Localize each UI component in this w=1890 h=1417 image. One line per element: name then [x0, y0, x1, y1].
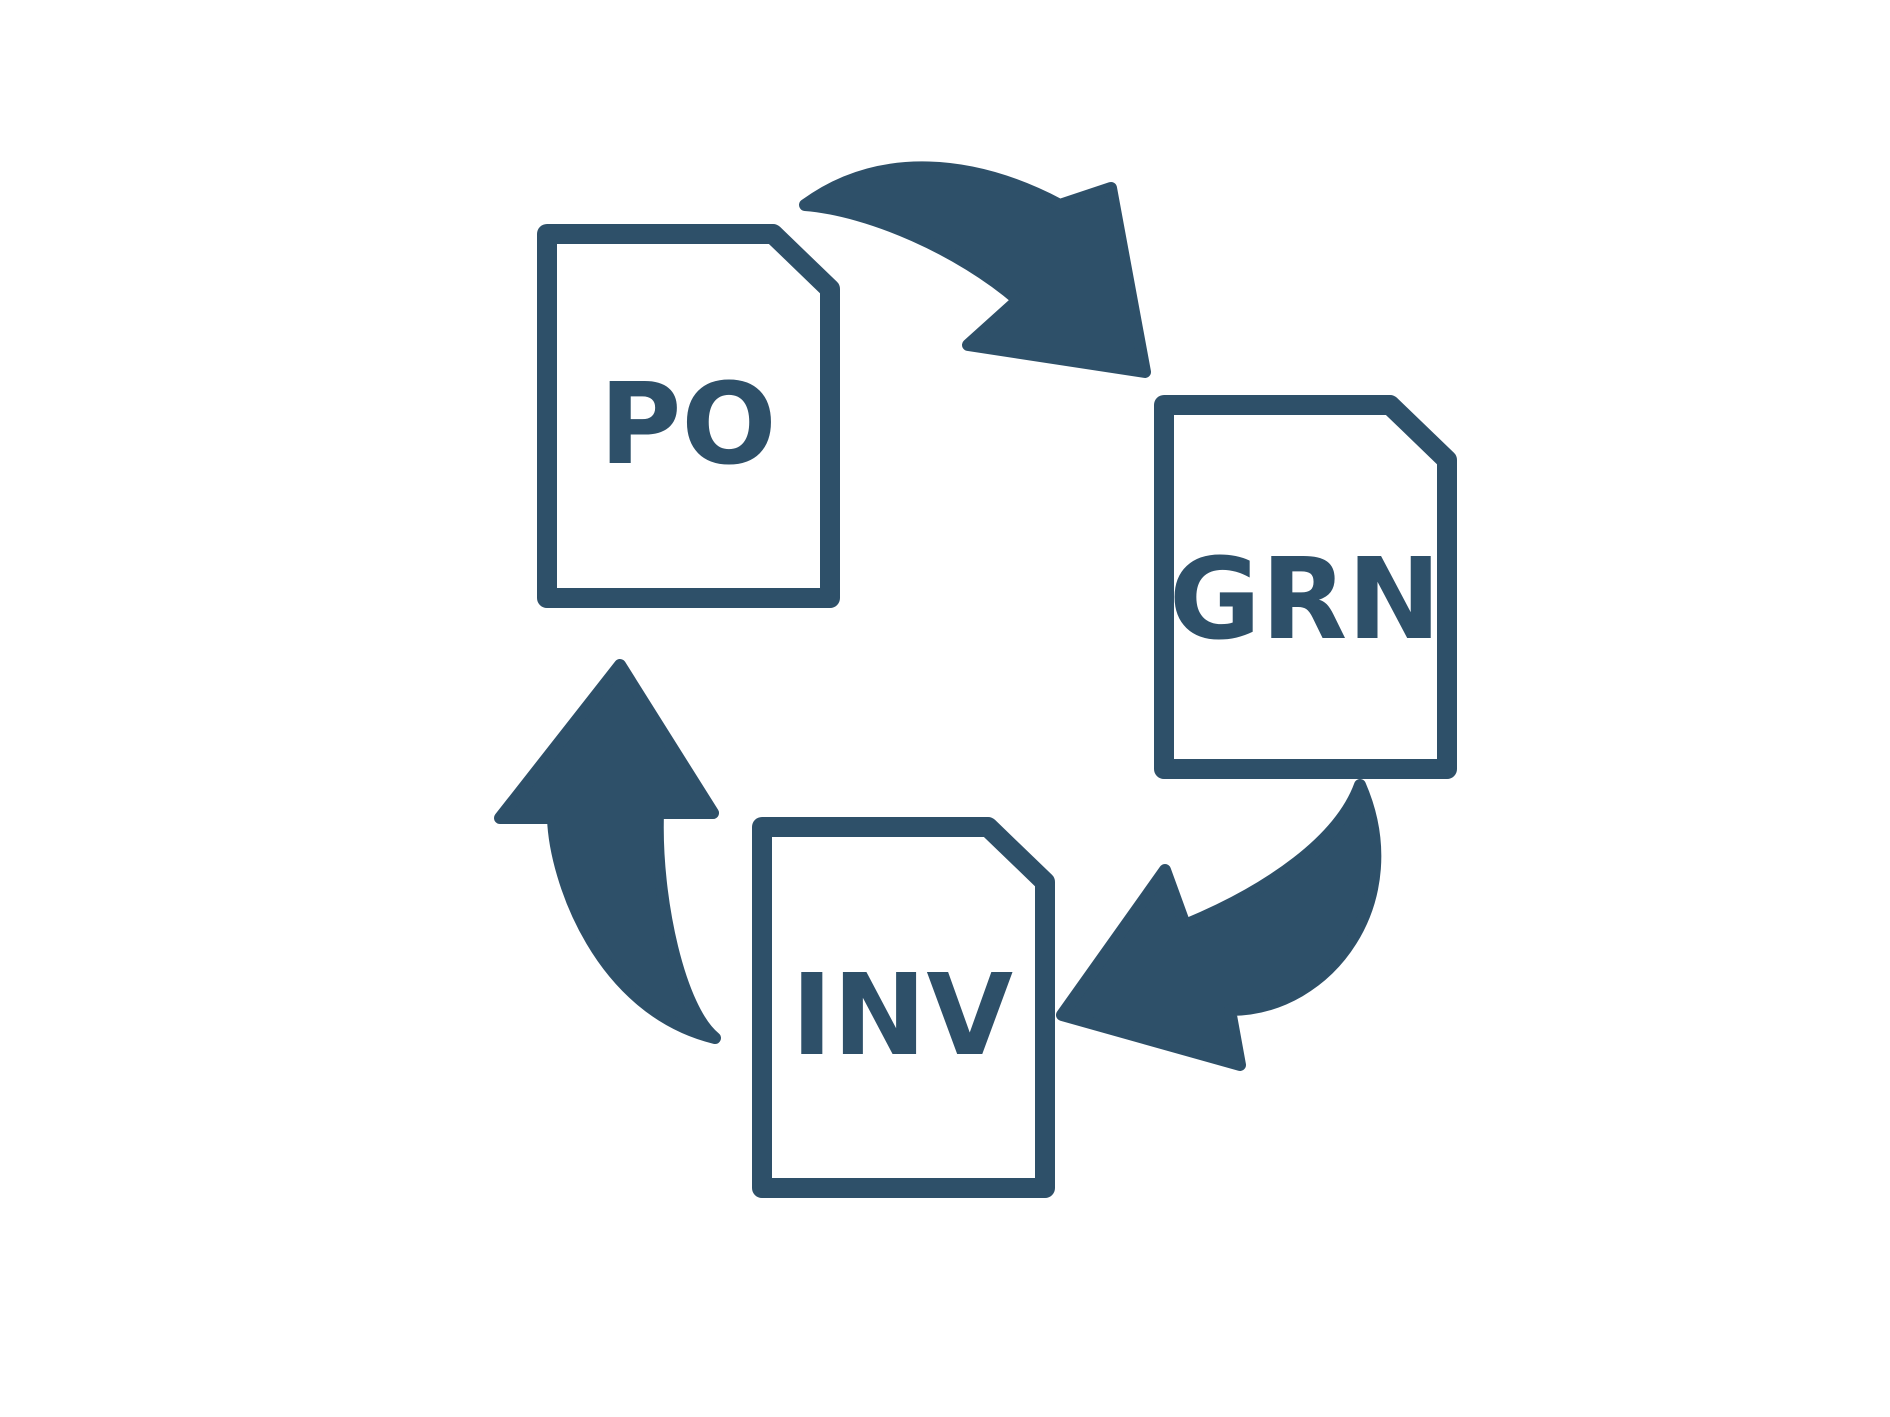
document-label-inv: INV — [791, 951, 1013, 1081]
document-icon — [752, 817, 1055, 1198]
arrow-grn-to-inv — [1056, 779, 1382, 1071]
document-inv: INV — [752, 817, 1055, 1198]
arrow-po-to-grn — [799, 161, 1151, 378]
document-icon — [537, 224, 840, 608]
curved-arrow-icon — [494, 659, 721, 1044]
curved-arrow-icon — [1056, 779, 1382, 1071]
curved-arrow-icon — [799, 161, 1151, 378]
document-icon — [1154, 395, 1457, 779]
document-po: PO — [537, 224, 840, 608]
arrow-inv-to-po — [494, 659, 721, 1044]
document-label-po: PO — [599, 360, 776, 490]
document-label-grn: GRN — [1169, 535, 1441, 665]
document-grn: GRN — [1154, 395, 1457, 779]
